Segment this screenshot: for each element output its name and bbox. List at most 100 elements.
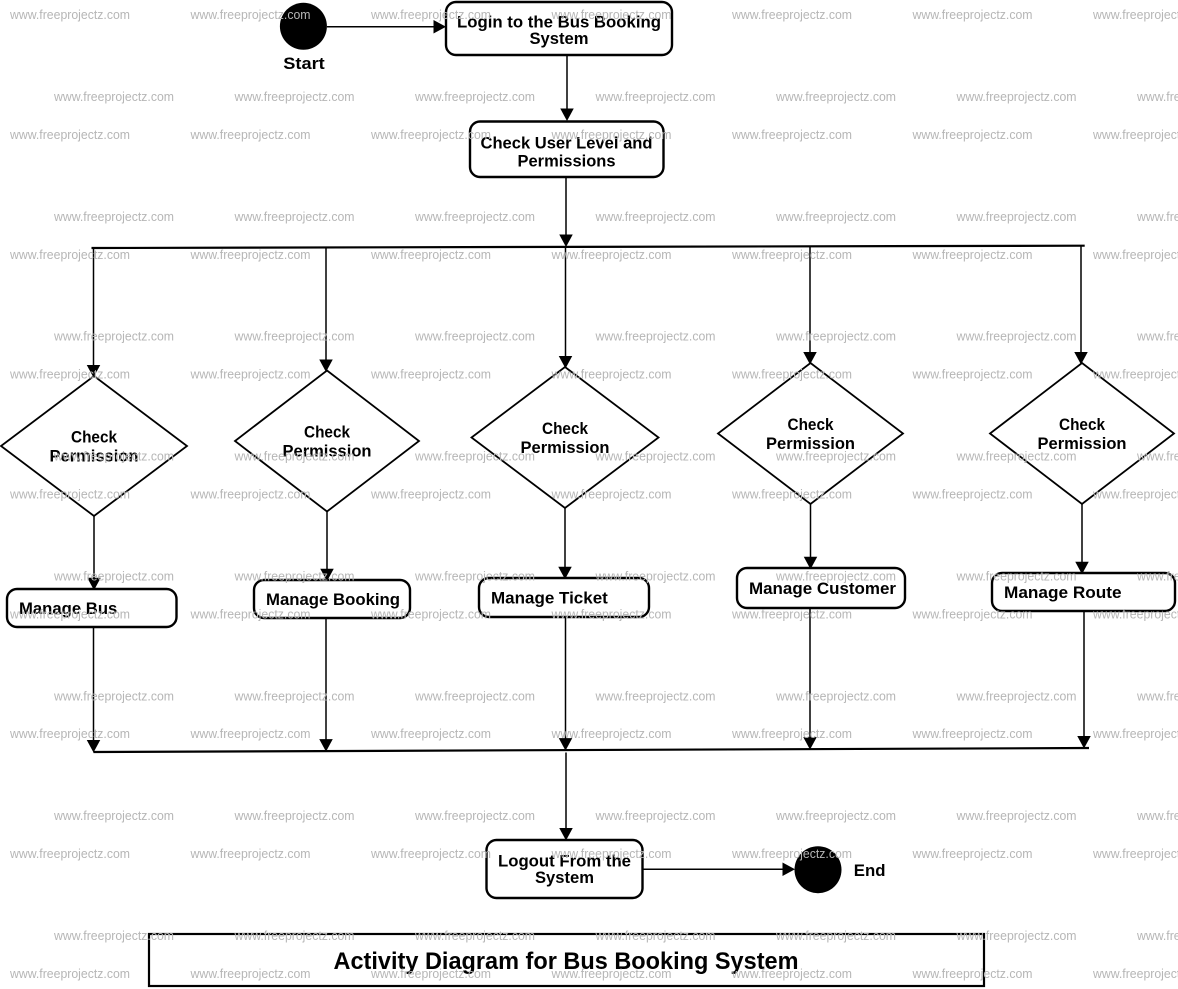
svg-text:www.freeprojectz.com: www.freeprojectz.com [595,209,716,224]
svg-text:www.freeprojectz.com: www.freeprojectz.com [1092,966,1178,981]
svg-text:www.freeprojectz.com: www.freeprojectz.com [912,726,1033,741]
svg-text:www.freeprojectz.com: www.freeprojectz.com [53,928,174,943]
svg-text:www.freeprojectz.com: www.freeprojectz.com [190,606,311,621]
svg-text:www.freeprojectz.com: www.freeprojectz.com [551,966,672,981]
svg-text:www.freeprojectz.com: www.freeprojectz.com [190,247,311,262]
svg-text:www.freeprojectz.com: www.freeprojectz.com [1136,928,1178,943]
svg-text:Permission: Permission [521,438,610,457]
svg-text:www.freeprojectz.com: www.freeprojectz.com [53,329,174,344]
svg-text:www.freeprojectz.com: www.freeprojectz.com [912,367,1033,382]
svg-text:www.freeprojectz.com: www.freeprojectz.com [731,7,852,22]
svg-text:www.freeprojectz.com: www.freeprojectz.com [370,726,491,741]
svg-text:www.freeprojectz.com: www.freeprojectz.com [234,89,355,104]
svg-text:www.freeprojectz.com: www.freeprojectz.com [775,449,896,464]
svg-text:www.freeprojectz.com: www.freeprojectz.com [775,928,896,943]
svg-text:Manage Customer: Manage Customer [749,579,896,598]
svg-text:Permission: Permission [283,442,372,461]
svg-text:www.freeprojectz.com: www.freeprojectz.com [234,808,355,823]
svg-text:www.freeprojectz.com: www.freeprojectz.com [9,247,130,262]
svg-text:Permissions: Permissions [518,151,616,170]
svg-text:www.freeprojectz.com: www.freeprojectz.com [414,688,535,703]
svg-text:www.freeprojectz.com: www.freeprojectz.com [912,846,1033,861]
svg-text:Permission: Permission [766,434,855,453]
svg-text:Check: Check [788,415,834,434]
svg-text:www.freeprojectz.com: www.freeprojectz.com [775,568,896,583]
svg-text:Check User Level and: Check User Level and [481,134,653,153]
svg-text:www.freeprojectz.com: www.freeprojectz.com [956,808,1077,823]
svg-text:www.freeprojectz.com: www.freeprojectz.com [731,726,852,741]
svg-text:www.freeprojectz.com: www.freeprojectz.com [1136,209,1178,224]
svg-text:www.freeprojectz.com: www.freeprojectz.com [9,367,130,382]
svg-text:www.freeprojectz.com: www.freeprojectz.com [551,606,672,621]
svg-text:www.freeprojectz.com: www.freeprojectz.com [370,127,491,142]
svg-text:www.freeprojectz.com: www.freeprojectz.com [731,487,852,502]
svg-text:End: End [854,861,886,880]
svg-text:www.freeprojectz.com: www.freeprojectz.com [595,808,716,823]
svg-text:www.freeprojectz.com: www.freeprojectz.com [1136,568,1178,583]
svg-text:Login to the Bus Booking: Login to the Bus Booking [457,12,661,31]
svg-text:www.freeprojectz.com: www.freeprojectz.com [1136,89,1178,104]
svg-text:www.freeprojectz.com: www.freeprojectz.com [234,209,355,224]
svg-text:www.freeprojectz.com: www.freeprojectz.com [912,606,1033,621]
svg-text:www.freeprojectz.com: www.freeprojectz.com [190,127,311,142]
svg-text:www.freeprojectz.com: www.freeprojectz.com [370,7,491,22]
svg-text:www.freeprojectz.com: www.freeprojectz.com [595,688,716,703]
svg-text:www.freeprojectz.com: www.freeprojectz.com [551,367,672,382]
svg-text:www.freeprojectz.com: www.freeprojectz.com [1092,127,1178,142]
svg-text:Check: Check [304,423,350,442]
svg-text:www.freeprojectz.com: www.freeprojectz.com [956,568,1077,583]
svg-text:Check: Check [71,428,117,447]
svg-text:Permission: Permission [1038,434,1127,453]
svg-text:www.freeprojectz.com: www.freeprojectz.com [53,808,174,823]
svg-text:www.freeprojectz.com: www.freeprojectz.com [414,449,535,464]
svg-text:www.freeprojectz.com: www.freeprojectz.com [1092,247,1178,262]
svg-text:Check: Check [542,419,588,438]
svg-text:www.freeprojectz.com: www.freeprojectz.com [190,726,311,741]
svg-text:www.freeprojectz.com: www.freeprojectz.com [551,127,672,142]
svg-text:www.freeprojectz.com: www.freeprojectz.com [1136,688,1178,703]
svg-text:www.freeprojectz.com: www.freeprojectz.com [9,846,130,861]
svg-text:www.freeprojectz.com: www.freeprojectz.com [414,89,535,104]
svg-text:www.freeprojectz.com: www.freeprojectz.com [956,209,1077,224]
svg-text:www.freeprojectz.com: www.freeprojectz.com [551,846,672,861]
svg-text:www.freeprojectz.com: www.freeprojectz.com [190,846,311,861]
svg-text:www.freeprojectz.com: www.freeprojectz.com [414,568,535,583]
svg-text:www.freeprojectz.com: www.freeprojectz.com [956,329,1077,344]
svg-text:www.freeprojectz.com: www.freeprojectz.com [775,808,896,823]
svg-text:www.freeprojectz.com: www.freeprojectz.com [1092,846,1178,861]
svg-text:www.freeprojectz.com: www.freeprojectz.com [775,89,896,104]
svg-text:www.freeprojectz.com: www.freeprojectz.com [53,449,174,464]
svg-text:www.freeprojectz.com: www.freeprojectz.com [53,688,174,703]
svg-text:www.freeprojectz.com: www.freeprojectz.com [956,89,1077,104]
svg-text:www.freeprojectz.com: www.freeprojectz.com [190,7,311,22]
svg-text:www.freeprojectz.com: www.freeprojectz.com [775,688,896,703]
svg-text:www.freeprojectz.com: www.freeprojectz.com [1092,726,1178,741]
svg-text:www.freeprojectz.com: www.freeprojectz.com [1092,487,1178,502]
svg-text:www.freeprojectz.com: www.freeprojectz.com [551,247,672,262]
svg-text:www.freeprojectz.com: www.freeprojectz.com [234,688,355,703]
svg-text:www.freeprojectz.com: www.freeprojectz.com [370,487,491,502]
svg-text:www.freeprojectz.com: www.freeprojectz.com [370,846,491,861]
svg-text:www.freeprojectz.com: www.freeprojectz.com [53,89,174,104]
svg-text:www.freeprojectz.com: www.freeprojectz.com [731,247,852,262]
svg-text:www.freeprojectz.com: www.freeprojectz.com [370,606,491,621]
svg-text:www.freeprojectz.com: www.freeprojectz.com [9,7,130,22]
svg-text:www.freeprojectz.com: www.freeprojectz.com [956,928,1077,943]
svg-text:www.freeprojectz.com: www.freeprojectz.com [912,487,1033,502]
svg-text:Activity Diagram for Bus Booki: Activity Diagram for Bus Booking System [334,948,799,975]
svg-text:www.freeprojectz.com: www.freeprojectz.com [731,367,852,382]
svg-text:www.freeprojectz.com: www.freeprojectz.com [9,487,130,502]
svg-text:www.freeprojectz.com: www.freeprojectz.com [9,966,130,981]
svg-text:www.freeprojectz.com: www.freeprojectz.com [190,367,311,382]
svg-text:www.freeprojectz.com: www.freeprojectz.com [912,127,1033,142]
svg-text:www.freeprojectz.com: www.freeprojectz.com [595,329,716,344]
svg-text:www.freeprojectz.com: www.freeprojectz.com [595,568,716,583]
svg-text:www.freeprojectz.com: www.freeprojectz.com [370,367,491,382]
svg-text:Manage Route: Manage Route [1004,583,1122,602]
svg-text:www.freeprojectz.com: www.freeprojectz.com [414,329,535,344]
svg-text:www.freeprojectz.com: www.freeprojectz.com [1136,329,1178,344]
svg-text:www.freeprojectz.com: www.freeprojectz.com [190,966,311,981]
svg-text:System: System [530,29,589,48]
svg-text:www.freeprojectz.com: www.freeprojectz.com [731,606,852,621]
svg-text:www.freeprojectz.com: www.freeprojectz.com [731,127,852,142]
